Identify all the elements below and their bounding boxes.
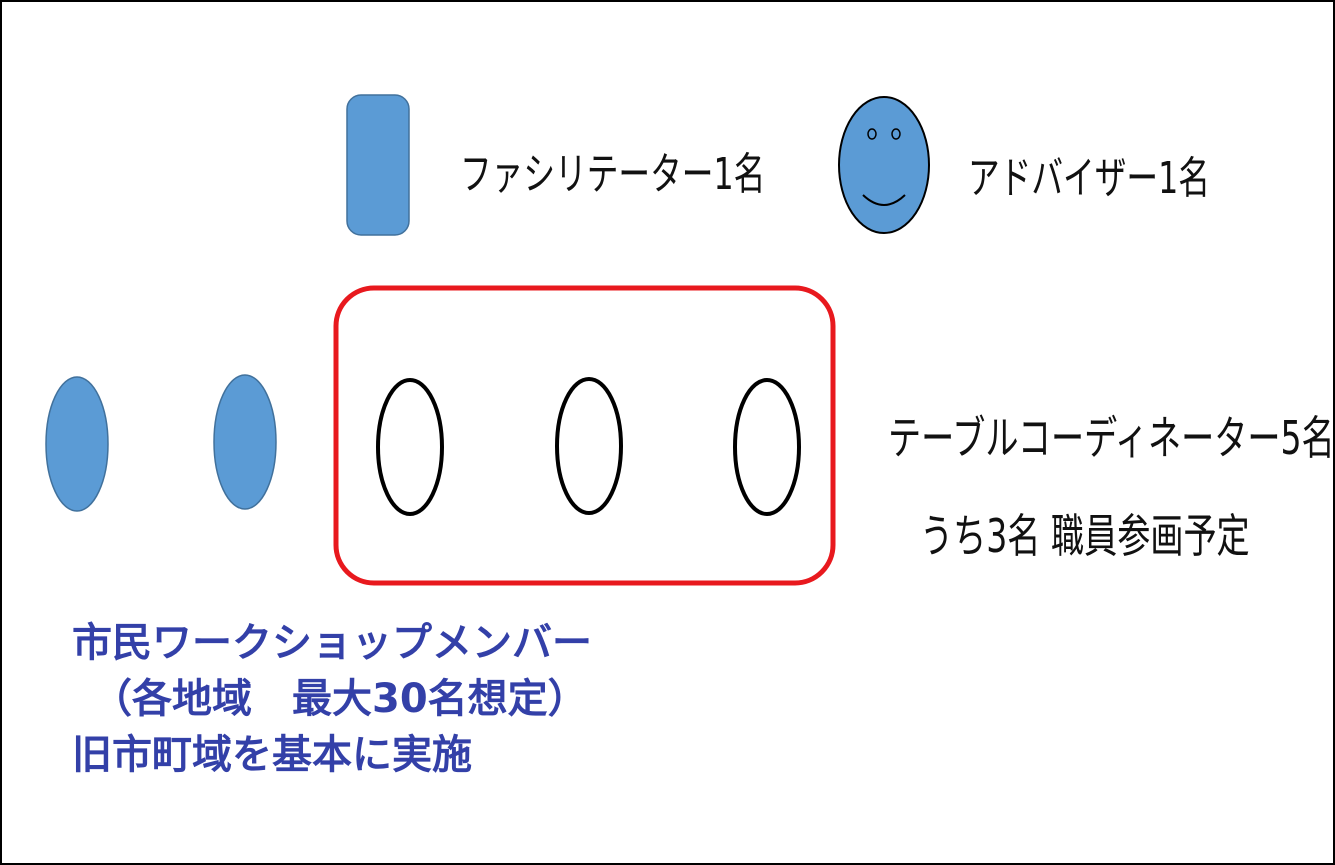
adviser-label: アドバイザー1名 bbox=[968, 153, 1210, 204]
facilitator-icon bbox=[346, 94, 410, 236]
participant-staff-3 bbox=[733, 378, 801, 516]
participant-staff-1 bbox=[376, 378, 444, 516]
members-line-3: 旧市町域を基本に実施 bbox=[72, 732, 472, 778]
participant-staff-2 bbox=[555, 377, 623, 515]
members-line-1: 市民ワークショップメンバー bbox=[72, 620, 592, 666]
facilitator-label: ファシリテーター1名 bbox=[460, 149, 766, 200]
participant-member-1 bbox=[45, 376, 109, 512]
staff-highlight-box bbox=[333, 285, 836, 586]
workshop-members-text: 市民ワークショップメンバー （各地域 最大30名想定） 旧市町域を基本に実施 bbox=[72, 615, 592, 783]
table-coordinator-label: テーブルコーディネーター5名 bbox=[888, 411, 1335, 465]
staff-participation-note: うち3名 職員参画予定 bbox=[920, 509, 1250, 563]
participant-member-2 bbox=[213, 374, 277, 510]
members-line-2: （各地域 最大30名想定） bbox=[72, 676, 588, 722]
adviser-smiley-icon bbox=[838, 96, 930, 234]
